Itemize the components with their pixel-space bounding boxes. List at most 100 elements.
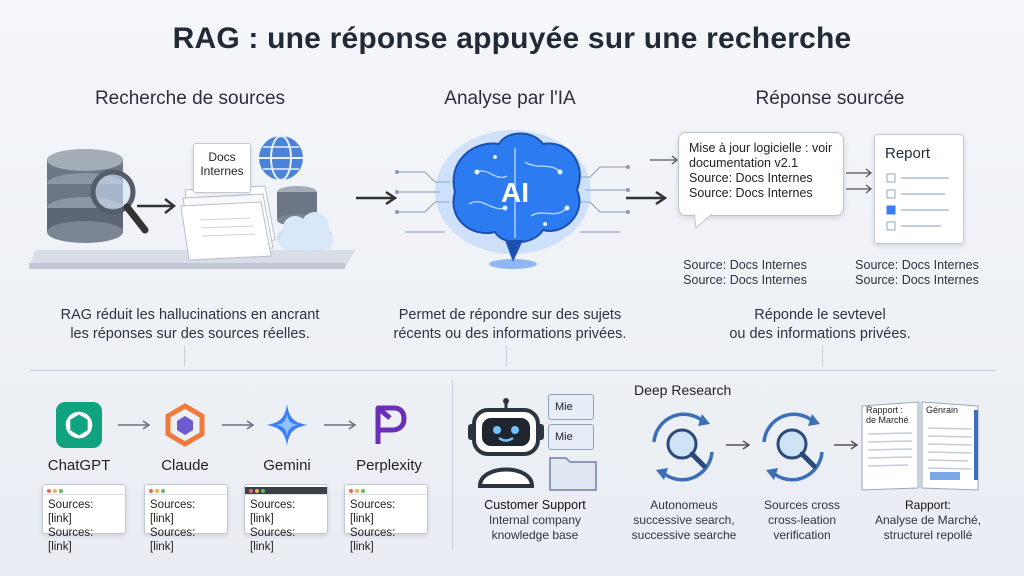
bottom-divider: [452, 380, 453, 550]
sources-link[interactable]: Sources: [link]: [350, 527, 396, 553]
source-right-1: Source: Docs Internes: [855, 258, 979, 272]
bubble-to-report-arrows: [846, 163, 876, 204]
deep-step1-line2: successive search,: [633, 513, 735, 527]
tool-label-chatgpt: ChatGPT: [47, 457, 111, 474]
book-left-line1: Rapport :: [866, 405, 904, 415]
source-right-2: Source: Docs Internes: [855, 273, 979, 287]
sources-browser-claude: Sources: [link] Sources: [link]: [144, 484, 228, 553]
bubble-line3: Source: Docs Internes: [689, 171, 813, 185]
tool-label-gemini: Gemini: [263, 457, 311, 474]
connector-down-middle: [506, 346, 507, 366]
book-right-text: Génrain: [926, 405, 959, 415]
globe-icon: [259, 135, 303, 181]
sources-illustration: [25, 120, 365, 280]
column-heading-answer: Réponse sourcée: [755, 88, 905, 109]
deep-step2-caption: Sources cross cross-leation verification: [740, 498, 864, 543]
tool-label-perplexity: Perplexity: [356, 457, 422, 474]
deep-step2-line1: Sources cross: [763, 498, 841, 512]
arrow-right-icon: [834, 438, 860, 456]
sources-link[interactable]: Sources: [link]: [48, 527, 94, 553]
cloud-icon: [277, 212, 333, 252]
verification-cycle-icon: [754, 408, 832, 486]
deep-step3-caption: Rapport: Analyse de Marché, structurel r…: [858, 498, 998, 543]
gemini-logo-icon: [264, 402, 310, 448]
knowledge-file-1: Mie: [548, 394, 594, 420]
arrow-right-icon: [324, 418, 358, 436]
source-list-right: Source: Docs Internes Source: Docs Inter…: [852, 258, 982, 288]
folder-icon: [548, 452, 598, 492]
bubble-line1: Mise à jour logicielle : voir: [689, 141, 833, 155]
deep-step1-line3: successive searche: [631, 528, 737, 542]
column-heading-analysis: Analyse par l'IA: [444, 88, 576, 109]
arrow-right-icon: [356, 190, 398, 211]
report-checklist-icon: [886, 173, 949, 231]
deep-step3-line2: Analyse de Marché,: [874, 513, 982, 527]
sources-link[interactable]: Sources: [link]: [150, 527, 196, 553]
caption-sources-line1: RAG réduit les hallucinations en ancrant: [60, 307, 320, 323]
robot-icon: [466, 398, 546, 488]
report-book-icon: [858, 398, 982, 494]
deep-step1-caption: Autonomeus successive search, successive…: [612, 498, 756, 543]
support-line2: knowledge base: [491, 528, 579, 542]
perplexity-logo-icon: [366, 402, 412, 448]
source-left-1: Source: Docs Internes: [683, 258, 807, 272]
caption-analysis: Permet de répondre sur des sujets récent…: [370, 306, 650, 344]
claude-logo-icon: [162, 402, 208, 448]
connector-down-left: [184, 346, 185, 366]
doc-label-line2: Internes: [200, 164, 244, 178]
support-title: Customer Support: [484, 498, 586, 512]
deep-research-heading: Deep Research: [634, 382, 732, 398]
search-cycle-icon: [644, 408, 722, 486]
bubble-line4: Source: Docs Internes: [689, 186, 813, 200]
deep-step3-line1: Rapport:: [904, 498, 952, 512]
sources-link[interactable]: Sources: [link]: [48, 499, 94, 525]
tool-label-claude: Claude: [161, 457, 209, 474]
book-left-line2: de Marché: [866, 415, 909, 425]
deep-step3-line3: structurel repollé: [883, 528, 973, 542]
arrow-right-icon: [222, 418, 256, 436]
connector-down-right: [822, 346, 823, 366]
deep-step2-line3: verification: [773, 528, 831, 542]
connector-lines: [650, 145, 680, 190]
book-left-text: Rapport : de Marché: [866, 405, 909, 425]
page-title: RAG : une réponse appuyée sur une recher…: [172, 22, 852, 55]
column-heading-sources: Recherche de sources: [94, 88, 286, 109]
answer-bubble: Mise à jour logicielle : voir documentat…: [678, 132, 844, 216]
sources-link[interactable]: Sources: [link]: [250, 499, 296, 525]
caption-answer-line1: Réponde le sevtevel: [754, 307, 886, 323]
caption-analysis-line2: récents ou des informations privées.: [393, 326, 627, 342]
sources-browser-chatgpt: Sources: [link] Sources: [link]: [42, 484, 126, 553]
sources-link[interactable]: Sources: [link]: [350, 499, 396, 525]
paper-stack-icon: [180, 185, 276, 261]
source-left-2: Source: Docs Internes: [683, 273, 807, 287]
caption-sources: RAG réduit les hallucinations en ancrant…: [30, 306, 350, 344]
chatgpt-logo-icon: [56, 402, 102, 448]
sources-link[interactable]: Sources: [link]: [250, 527, 296, 553]
bubble-tail: [693, 213, 714, 235]
sources-browser-perplexity: Sources: [link] Sources: [link]: [344, 484, 428, 553]
ai-brain-text: AI: [501, 177, 529, 208]
bubble-line2: documentation v2.1: [689, 156, 799, 170]
sources-link[interactable]: Sources: [link]: [150, 499, 196, 525]
internal-docs-card: Docs Internes: [193, 143, 251, 193]
deep-step1-line1: Autonomeus: [650, 498, 718, 512]
caption-analysis-line1: Permet de répondre sur des sujets: [398, 307, 622, 323]
support-line1: Internal company: [488, 513, 582, 527]
caption-answer: Réponde le sevtevel ou des informations …: [690, 306, 950, 344]
source-list-left: Source: Docs Internes Source: Docs Inter…: [680, 258, 810, 288]
ai-brain-illustration: AI: [395, 112, 630, 277]
report-document: Report: [874, 134, 964, 244]
doc-label-line1: Docs: [208, 150, 236, 164]
arrow-right-icon: [118, 418, 152, 436]
report-title: Report: [885, 145, 931, 162]
section-divider: [30, 370, 996, 371]
arrow-right-icon: [726, 438, 752, 456]
sources-browser-gemini: Sources: [link] Sources: [link]: [244, 484, 328, 553]
magnifier-icon: [90, 169, 149, 234]
arrow-right-icon: [626, 190, 668, 211]
knowledge-file-2: Mie: [548, 424, 594, 450]
caption-sources-line2: les réponses sur des sources réelles.: [70, 326, 310, 342]
support-caption: Customer Support Internal company knowle…: [470, 498, 600, 543]
caption-answer-line2: ou des informations privées.: [729, 326, 911, 342]
deep-step2-line2: cross-leation: [767, 513, 837, 527]
